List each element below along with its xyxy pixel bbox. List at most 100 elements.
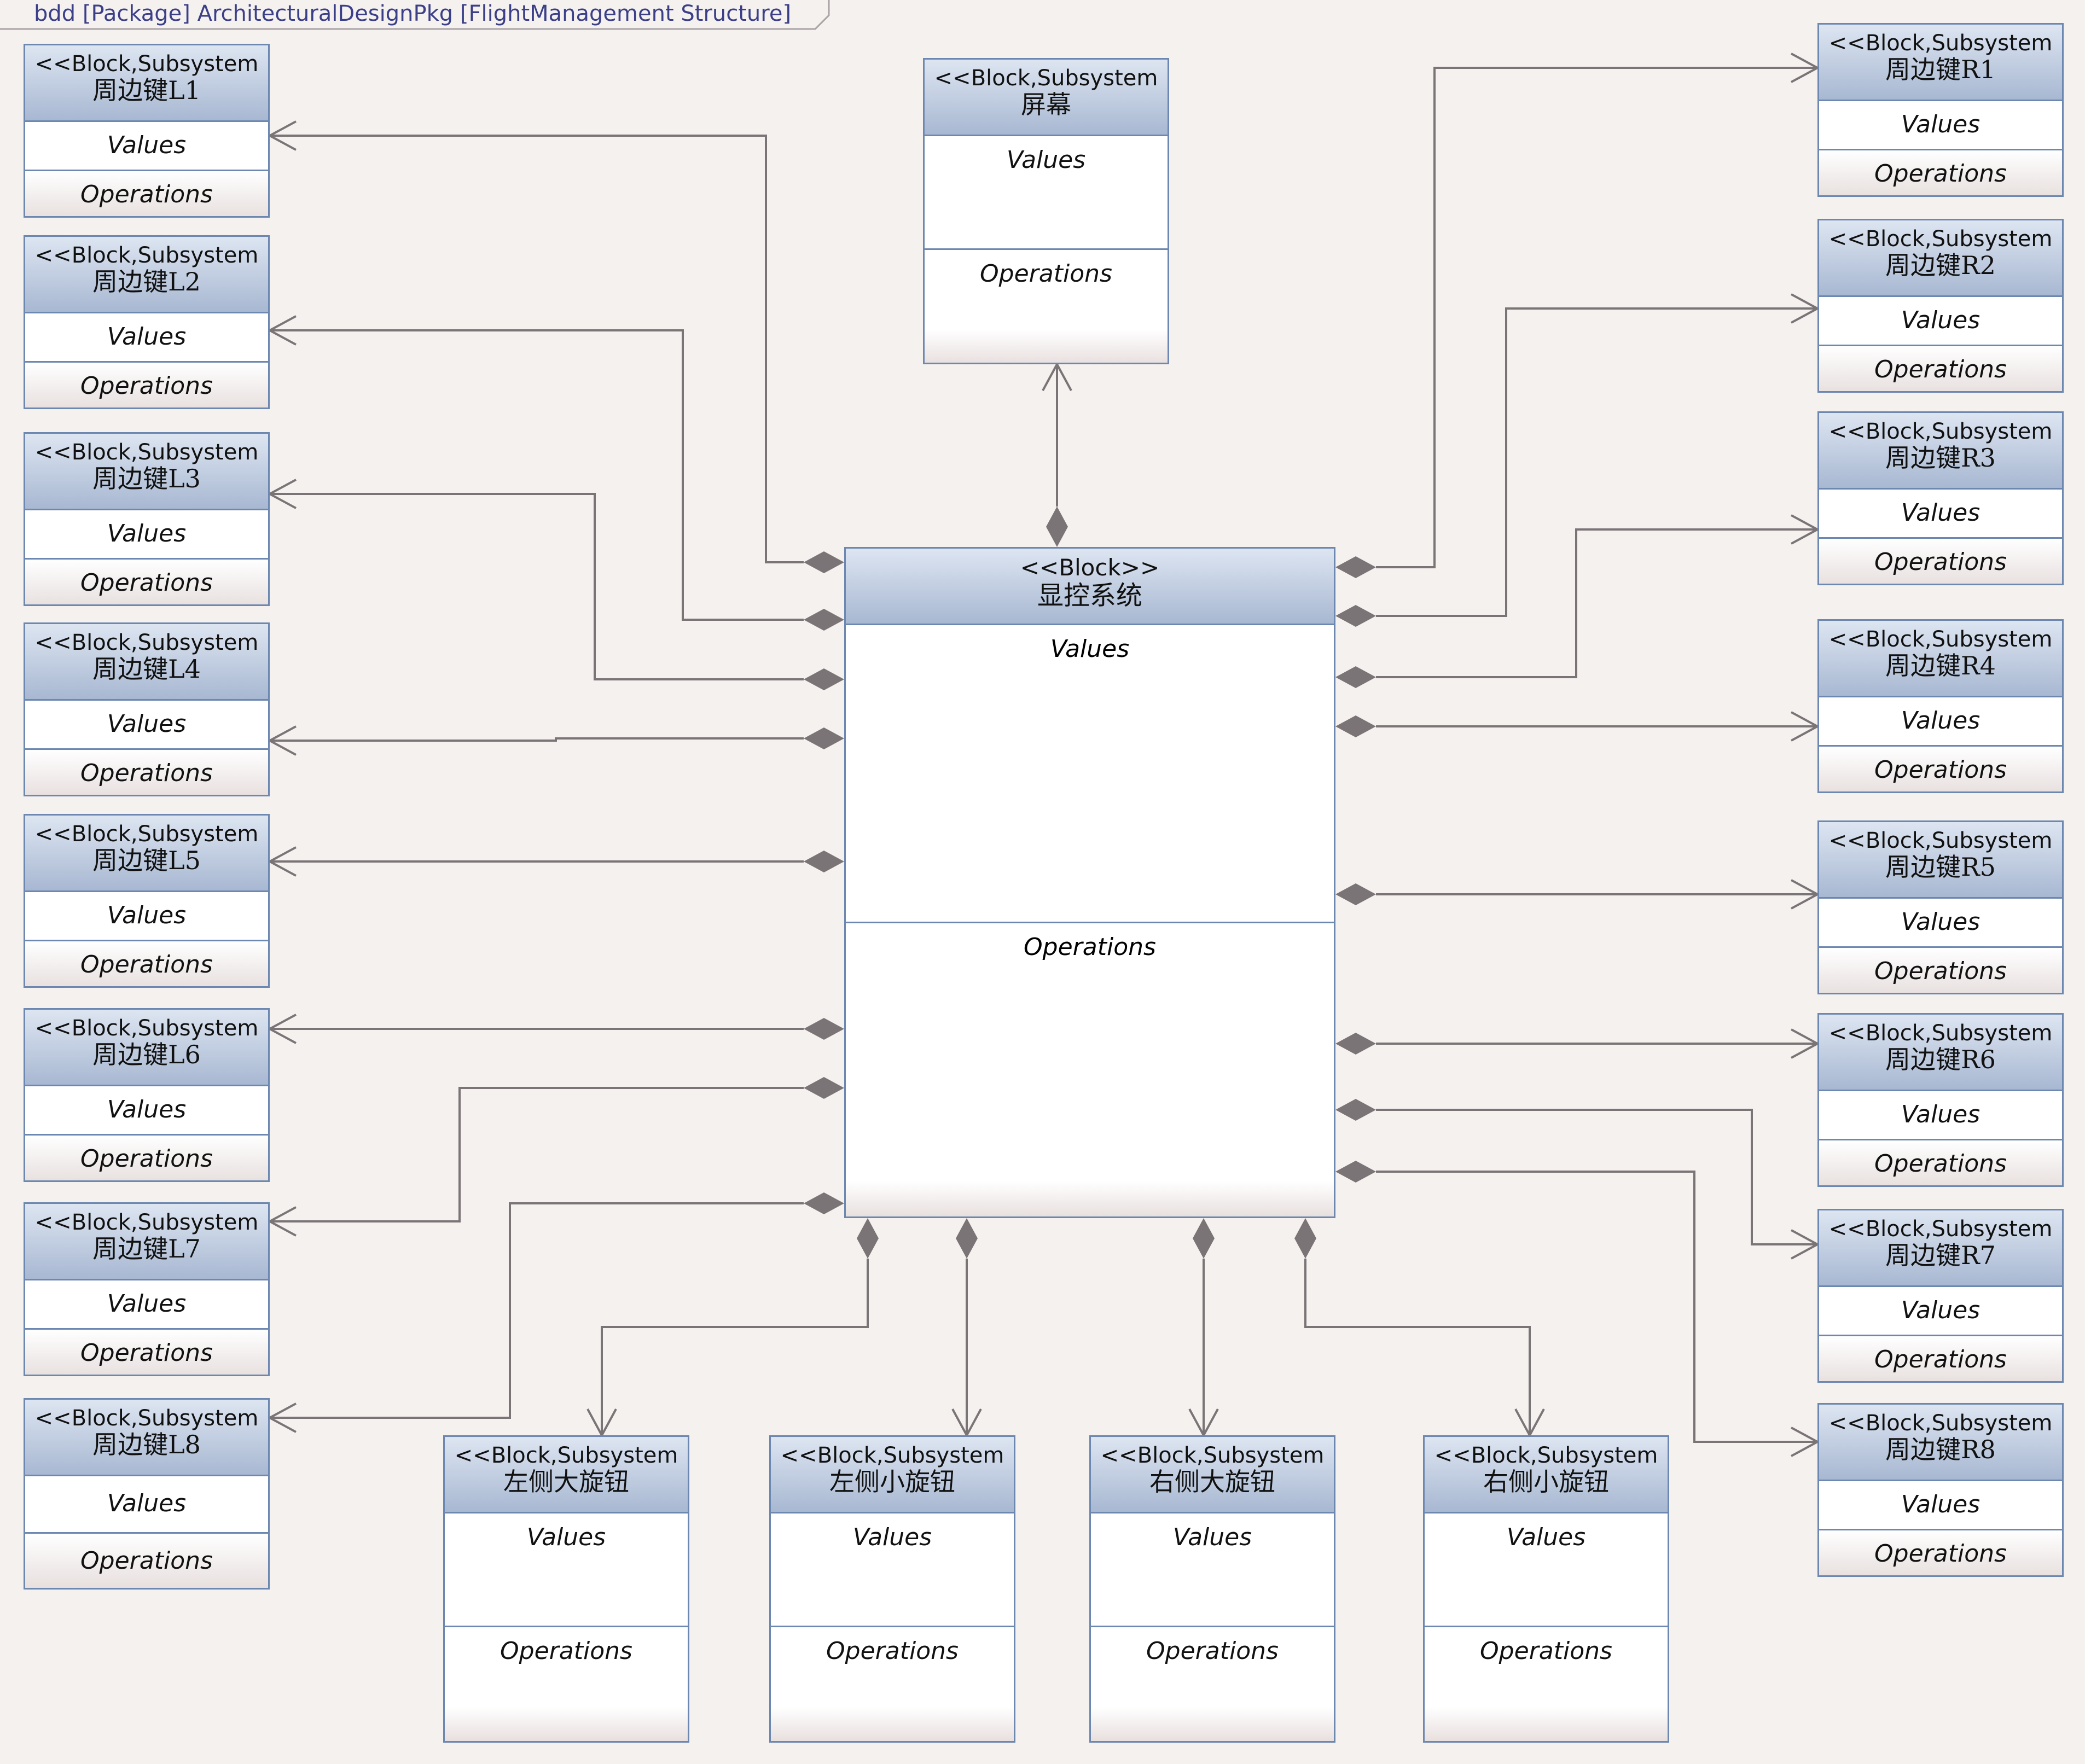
block-name: 周边键R7 <box>1885 1241 1996 1270</box>
operations-compartment: Operations <box>25 1534 268 1588</box>
block-stereotype: <<Block,Subsystem <box>934 66 1158 91</box>
connector-knob-left-large[interactable] <box>586 1218 879 1438</box>
values-compartment: Values <box>1091 1513 1334 1627</box>
operations-compartment: Operations <box>25 363 268 407</box>
values-compartment: Values <box>1819 297 2062 346</box>
arrowhead <box>267 846 297 877</box>
operations-compartment: Operations <box>1425 1627 1668 1741</box>
block-name: 右侧小旋钮 <box>1483 1467 1609 1497</box>
connector-r8[interactable] <box>1335 1161 1820 1457</box>
connector-l5[interactable] <box>267 846 844 877</box>
connector-r5[interactable] <box>1335 879 1820 910</box>
values-compartment: Values <box>1819 490 2062 539</box>
connector-l7[interactable] <box>267 1077 844 1237</box>
connector-knob-right-large[interactable] <box>1188 1218 1219 1438</box>
composition-diamond <box>1335 883 1376 905</box>
connector-l2[interactable] <box>267 315 844 631</box>
connector-l6[interactable] <box>267 1014 844 1044</box>
operations-compartment: Operations <box>925 250 1168 363</box>
block-stereotype: <<Block,Subsystem <box>34 630 259 655</box>
block-name: 周边键R1 <box>1885 55 1996 84</box>
arrowhead <box>267 315 297 346</box>
block-name: 周边键R4 <box>1885 651 1996 680</box>
block-name: 周边键L8 <box>92 1430 201 1459</box>
block-stereotype: <<Block,Subsystem <box>1828 627 2053 652</box>
arrowhead <box>267 1206 297 1237</box>
operations-compartment: Operations <box>25 560 268 604</box>
values-compartment: Values <box>1819 697 2062 747</box>
block-name: 屏幕 <box>1021 90 1071 119</box>
connector-l4[interactable] <box>267 725 844 756</box>
block-stereotype: <<Block,Subsystem <box>34 822 259 847</box>
block-name: 周边键L5 <box>92 846 201 875</box>
operations-compartment: Operations <box>1819 539 2062 584</box>
frame-tab <box>0 0 830 30</box>
block-name: 周边键L6 <box>92 1040 201 1069</box>
main-block-operations-compartment: Operations <box>846 923 1334 1216</box>
operations-compartment: Operations <box>1819 948 2062 993</box>
connector-r4[interactable] <box>1335 711 1820 742</box>
block-stereotype: <<Block,Subsystem <box>1828 1411 2053 1436</box>
values-compartment: Values <box>25 1086 268 1136</box>
values-compartment: Values <box>25 510 268 560</box>
block-stereotype: <<Block,Subsystem <box>1828 226 2053 252</box>
block-name: 周边键L4 <box>92 654 201 684</box>
main-block-name: 显控系统 <box>1037 580 1142 611</box>
connector-r1[interactable] <box>1335 53 1820 578</box>
composition-diamond <box>956 1218 978 1259</box>
connector-knob-left-small[interactable] <box>951 1218 982 1438</box>
values-compartment: Values <box>1819 1287 2062 1336</box>
values-compartment: Values <box>25 892 268 941</box>
block-name: 周边键R6 <box>1885 1045 1996 1074</box>
block-header: <<Block,Subsystem 屏幕 <box>925 60 1168 136</box>
values-compartment: Values <box>25 1476 268 1534</box>
connector-l1[interactable] <box>267 120 844 573</box>
main-block[interactable]: <<Block>> 显控系统 Values Operations <box>844 547 1335 1218</box>
arrowhead <box>1042 362 1072 391</box>
operations-compartment: Operations <box>25 750 268 795</box>
connector-r3[interactable] <box>1335 514 1820 688</box>
block-name: 左侧大旋钮 <box>503 1467 629 1497</box>
values-compartment: Values <box>25 122 268 171</box>
connector-knob-right-small[interactable] <box>1294 1218 1545 1438</box>
frame-title: bdd [Package] ArchitecturalDesignPkg [Fl… <box>34 1 792 26</box>
values-compartment: Values <box>1819 1091 2062 1140</box>
connector-screen[interactable] <box>1042 362 1072 547</box>
connector-r6[interactable] <box>1335 1028 1820 1059</box>
connector-l3[interactable] <box>267 479 844 690</box>
connector-r7[interactable] <box>1335 1099 1820 1260</box>
block-stereotype: <<Block,Subsystem <box>34 51 259 77</box>
block-name: 周边键L1 <box>92 75 201 105</box>
connector-l8[interactable] <box>267 1192 844 1433</box>
screen-block[interactable]: <<Block,Subsystem 屏幕 Values Operations <box>923 58 1169 364</box>
arrowhead <box>267 479 297 509</box>
